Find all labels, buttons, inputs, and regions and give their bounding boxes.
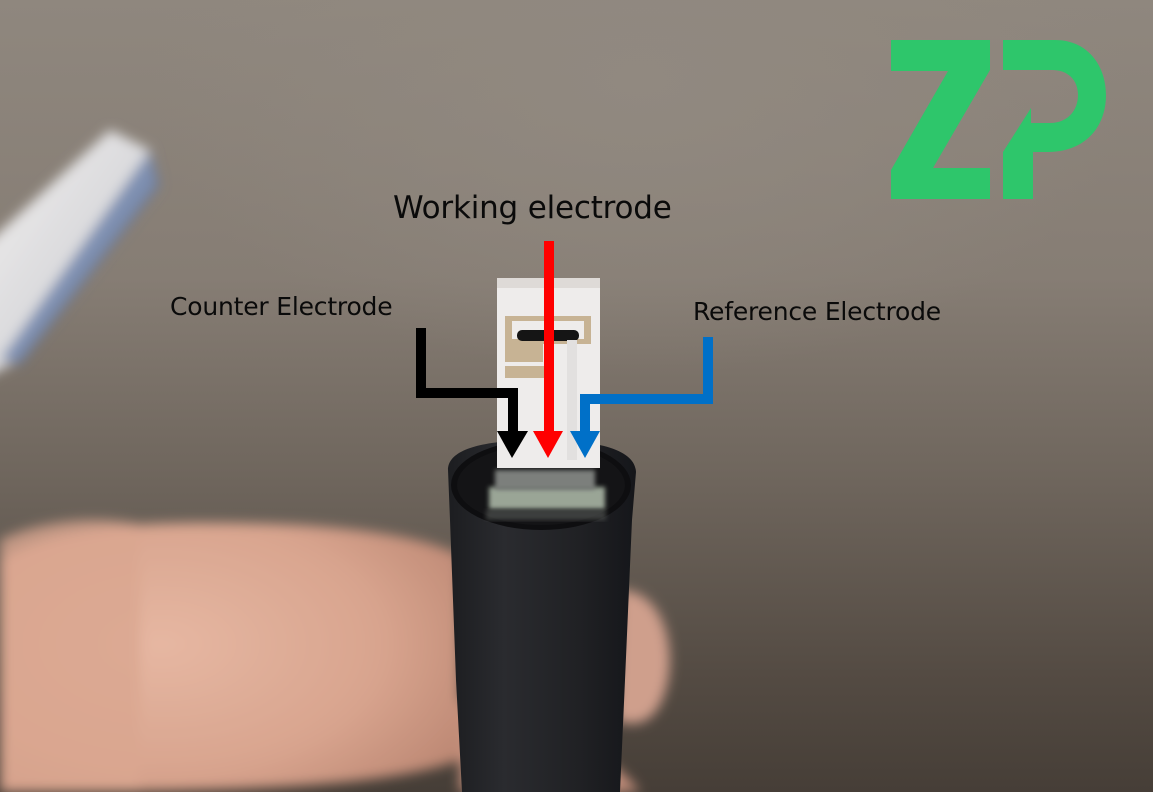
counter-electrode-label: Counter Electrode <box>170 292 393 321</box>
working-electrode-label: Working electrode <box>393 190 672 226</box>
working-electrode-arrow <box>533 241 563 458</box>
counter-electrode-arrow <box>416 328 528 458</box>
metal-pen <box>0 130 160 370</box>
hand <box>0 520 670 792</box>
reference-electrode-label: Reference Electrode <box>693 297 941 326</box>
reference-electrode-arrow <box>570 337 713 458</box>
